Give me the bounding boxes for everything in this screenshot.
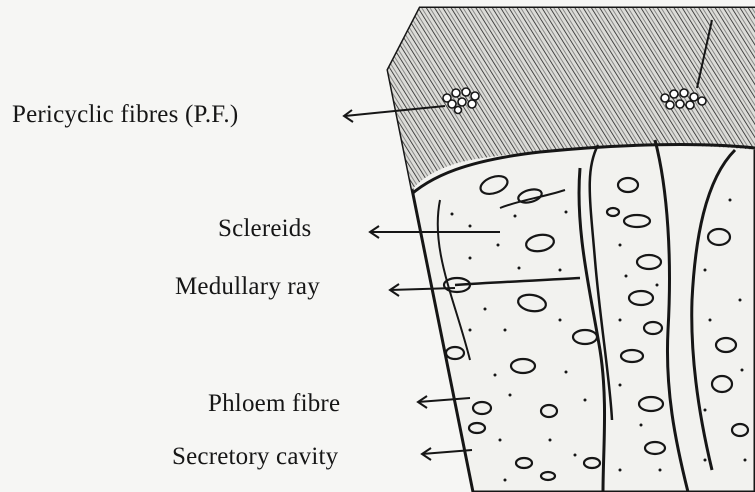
label-sclereids: Sclereids: [218, 215, 311, 243]
label-medullary-ray: Medullary ray: [175, 273, 320, 301]
label-pericyclic-fibres: Pericyclic fibres (P.F.): [12, 101, 238, 129]
label-secretory-cavity: Secretory cavity: [172, 443, 338, 471]
label-phloem-fibre: Phloem fibre: [208, 390, 340, 418]
